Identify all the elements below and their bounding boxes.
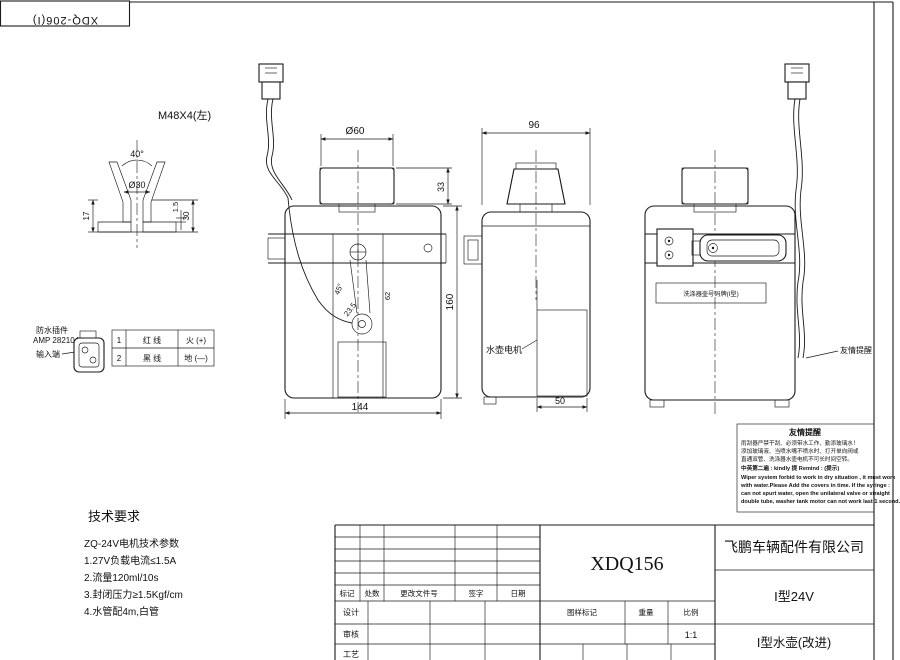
front-link-62-dim: 62 (383, 292, 392, 300)
wire-row1-color: 红 线 (143, 335, 161, 345)
titleblock-row-check: 审核 (343, 629, 359, 639)
wire-row1-no: 1 (117, 336, 122, 345)
titleblock-model: XDQ156 (590, 553, 663, 575)
tech-req-line-4: 4.水管配4m,白管 (84, 605, 159, 618)
connector-input-label: 输入端 (36, 349, 60, 359)
titleblock-header-count: 处数 (365, 588, 380, 598)
thread-label: M48X4(左) (158, 109, 211, 122)
titleblock-product: I型水壶(改进) (757, 635, 831, 650)
front-view: Ø60 33 45° 62 23.5 1 (258, 63, 462, 419)
titleblock-header-mark: 标记 (340, 588, 355, 598)
sheet-border (130, 1, 894, 660)
reminder-line-3: 直通双管、洗涤器水壶电机不可长时间空转。 (741, 455, 853, 463)
thread-dim-17: 17 (82, 211, 91, 220)
titleblock-header-sign: 签字 (469, 588, 484, 598)
reminder-line-4: 中英第二遍 : kindly 提 Remind : (提示) (741, 464, 839, 472)
titleblock-scale-value: 1:1 (685, 630, 698, 640)
reminder-line-5: Wiper system forbid to work in dry situa… (741, 475, 896, 481)
reminder-line-6: with water.Please Add the covers in time… (740, 483, 890, 489)
thread-dim-30: 30 (182, 211, 191, 220)
doc-number: XDQ-206(I) (32, 14, 98, 26)
tech-req-line-3: 3.封闭压力≥1.5Kgf/cm (84, 588, 183, 601)
titleblock-spec: I型24V (774, 589, 814, 604)
wire-row2-no: 2 (117, 354, 122, 363)
tech-req-line-0: ZQ-24V电机技术参数 (84, 537, 179, 550)
connector-label-1: 防水插件 (36, 325, 68, 335)
tech-req-title: 技术要求 (88, 509, 140, 524)
front-cap-dia-dim: Ø60 (346, 126, 365, 137)
reminder-line-7: can not spurt water, open the unilateral… (741, 491, 890, 497)
thread-dia-dim: Ø30 (128, 180, 145, 190)
reminder-title: 友情提醒 (788, 427, 821, 437)
thread-angle-dim: 40° (130, 149, 144, 159)
side-motor-width-dim: 50 (555, 396, 565, 406)
reminder-line-1: 雨刮器严禁干刮、必须带水工作、勤添玻璃水！ (741, 439, 858, 447)
side-view: 96 水壶电机 50 (463, 120, 591, 412)
wire-row2-color: 黑 线 (143, 353, 161, 363)
front-cap-height-dim: 33 (436, 182, 446, 192)
doc-number-box: XDQ-206(I) (0, 0, 131, 27)
wire-table: 1 红 线 火 (+) 2 黑 线 地 (—) (111, 329, 215, 367)
titleblock-header-file: 更改文件号 (400, 588, 438, 598)
rear-nameplate-label: 洗涤器壶号码牌(I型) (683, 290, 738, 298)
front-height-dim: 160 (445, 293, 456, 310)
tech-req-line-1: 1.27V负载电流≤1.5A (84, 554, 177, 567)
front-width-dim: 144 (352, 402, 369, 413)
front-link-angle-dim: 45° (332, 282, 345, 296)
connector-label-2: AMP 282104 (33, 336, 80, 345)
rear-reminder-callout: 友情提醒 (840, 345, 872, 355)
titleblock-row-craft: 工艺 (343, 650, 359, 659)
titleblock-company: 飞鹏车辆配件有限公司 (724, 539, 864, 555)
thread-detail-view: M48X4(左) 40° Ø30 17 1.5 30 (82, 109, 211, 248)
reminder-line-8: double tube, washer tank motor can not w… (741, 499, 900, 505)
side-width-dim: 96 (528, 120, 540, 131)
technical-requirements: 技术要求 ZQ-24V电机技术参数 1.27V负载电流≤1.5A 2.流量120… (84, 509, 183, 618)
titleblock-header-scale: 比例 (684, 607, 699, 617)
wire-row1-pol: 火 (+) (186, 336, 207, 345)
titleblock-header-sample-mark: 图样标记 (567, 607, 597, 617)
reminder-line-2: 添加玻璃液、当喷水嘴不喷水时、打开单向阀或 (741, 447, 859, 455)
titleblock-header-weight: 重量 (639, 608, 654, 617)
wire-row2-pol: 地 (—) (184, 353, 208, 363)
side-motor-label: 水壶电机 (486, 344, 522, 355)
titleblock-row-design: 设计 (343, 607, 359, 617)
titleblock-header-date: 日期 (511, 589, 526, 598)
tech-req-line-2: 2.流量120ml/10s (84, 571, 158, 584)
connector-detail: 防水插件 AMP 282104 输入端 1 红 线 火 (+) 2 黑 线 地 … (33, 325, 215, 373)
rear-view: 洗涤器壶号码牌(I型) 友情提醒 (644, 63, 872, 415)
thread-dim-1-5: 1.5 (171, 202, 180, 212)
reminder-note: 友情提醒 雨刮器严禁干刮、必须带水工作、勤添玻璃水！ 添加玻璃液、当喷水嘴不喷水… (736, 423, 900, 513)
title-block: 标记 处数 更改文件号 签字 日期 设计 审核 工艺 XDQ156 图样标记 重… (334, 524, 874, 660)
